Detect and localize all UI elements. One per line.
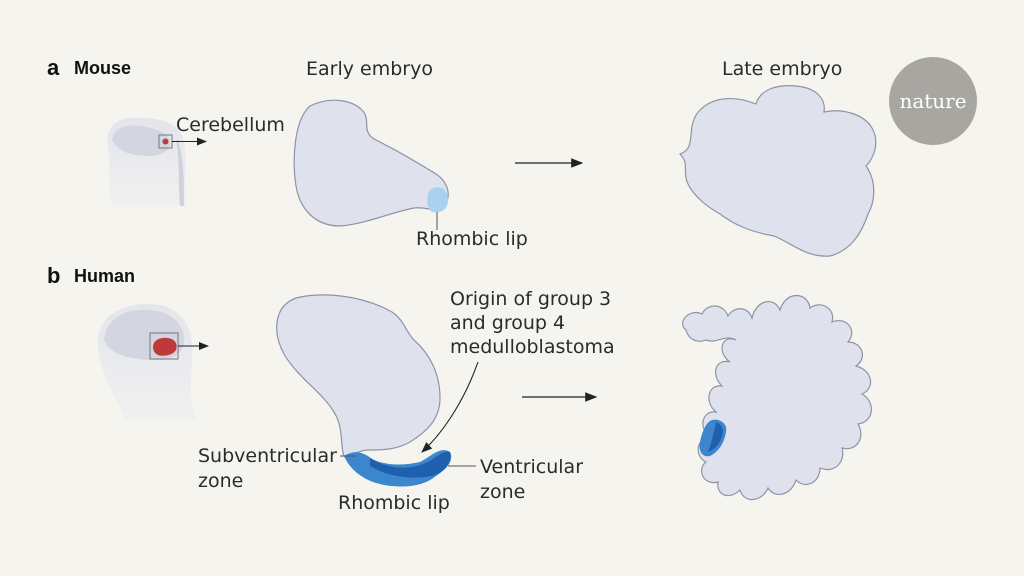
svz-label-line1: Subventricular <box>198 445 337 467</box>
mouse-head-silhouette <box>107 117 186 206</box>
human-head-silhouette <box>97 304 196 420</box>
human-early-embryo-shape <box>276 294 452 487</box>
panel-a-letter: a <box>47 55 60 80</box>
mouse-rhombic-lip-label: Rhombic lip <box>416 228 528 250</box>
svz-label-line2: zone <box>198 470 244 492</box>
panel-a-title: Mouse <box>74 58 132 78</box>
origin-label-line2: and group 4 <box>450 312 566 334</box>
panel-b-title: Human <box>74 266 136 286</box>
panel-b-letter: b <box>47 263 61 288</box>
origin-arrow <box>421 361 479 453</box>
mouse-late-embryo-shape <box>678 85 877 257</box>
mouse-early-embryo-shape <box>293 99 449 227</box>
human-late-cerebellum-shape <box>682 294 872 501</box>
cerebellum-label: Cerebellum <box>176 114 285 136</box>
mouse-cerebellum-dot <box>162 138 169 145</box>
late-embryo-label: Late embryo <box>722 58 843 80</box>
vz-label-line1: Ventricular <box>480 456 584 478</box>
human-cerebellum-highlight <box>153 337 177 356</box>
nature-logo-text: nature <box>899 89 967 113</box>
vz-label-line2: zone <box>480 481 526 503</box>
nature-logo: nature <box>889 57 977 145</box>
origin-label-line3: medulloblastoma <box>450 336 615 358</box>
early-embryo-label: Early embryo <box>306 58 433 80</box>
origin-label-line1: Origin of group 3 <box>450 288 612 310</box>
human-rhombic-lip-label: Rhombic lip <box>338 492 450 514</box>
